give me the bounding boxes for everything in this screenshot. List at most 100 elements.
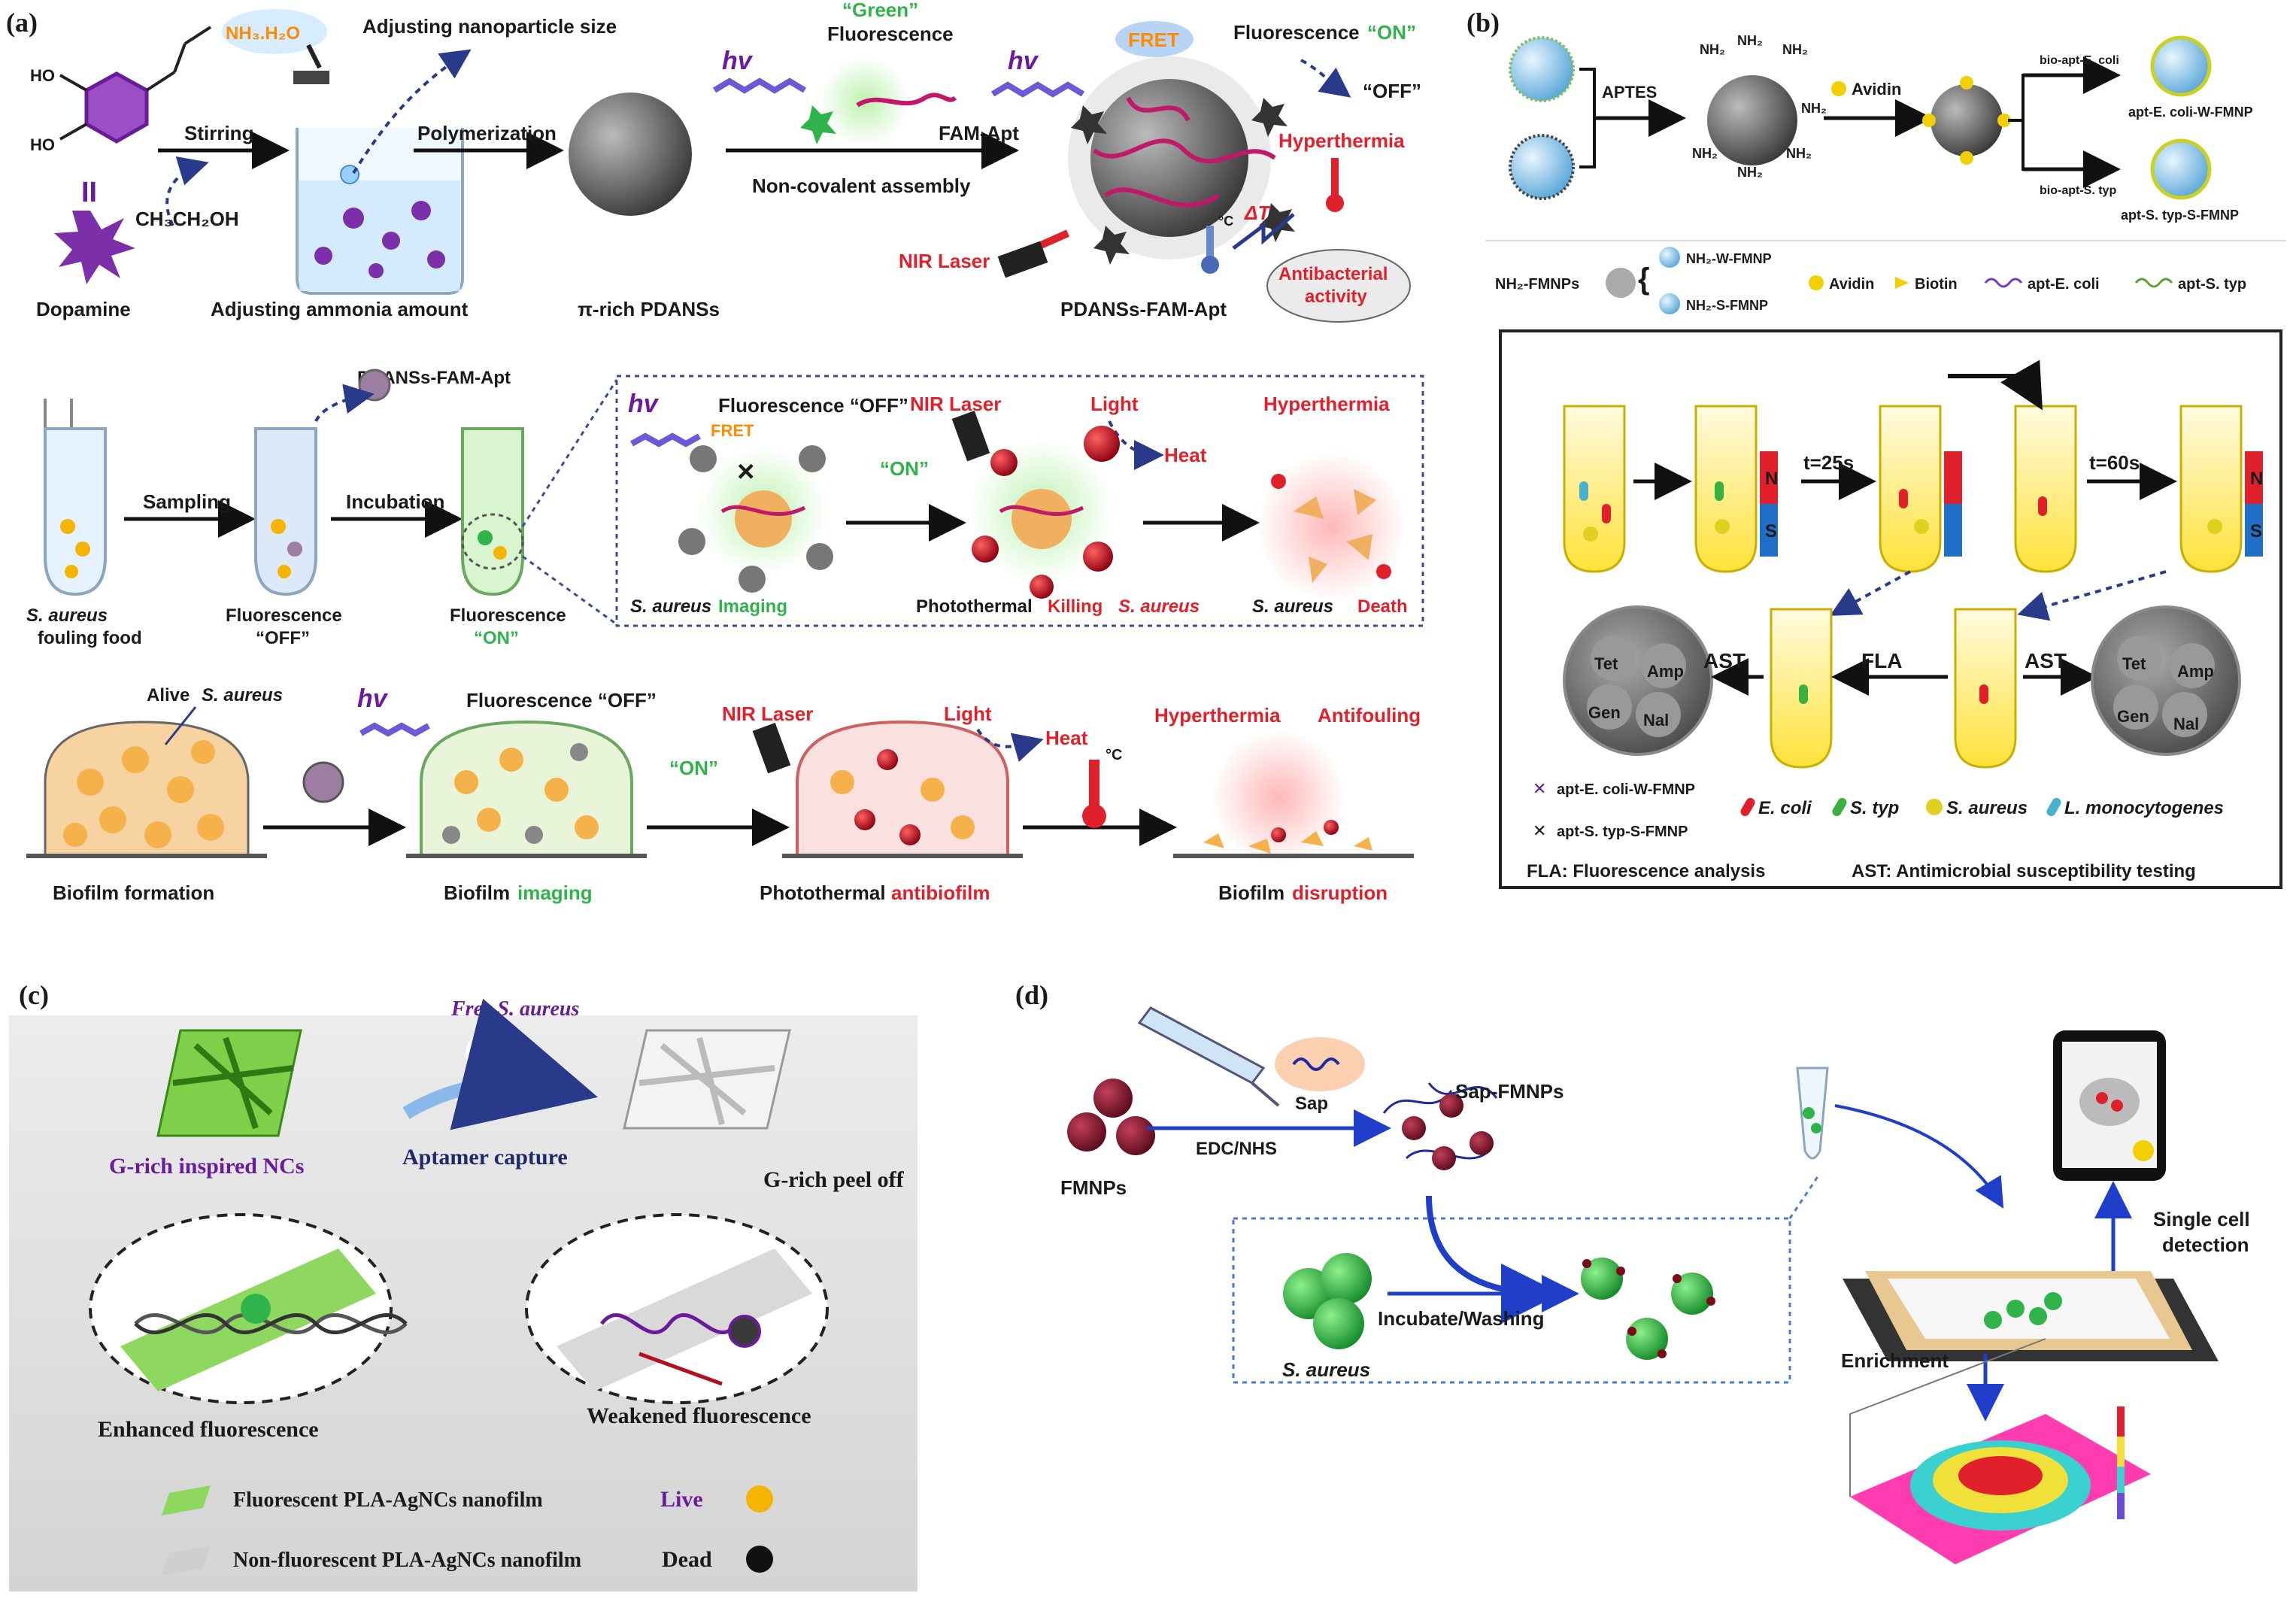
biofilm-1 <box>26 721 267 858</box>
probe-icon <box>302 761 344 803</box>
pdanss-sphere <box>569 93 692 216</box>
fl-off-label-1: Fluorescence <box>226 605 342 626</box>
fla-definition: FLA: Fluorescence analysis <box>1527 861 1765 881</box>
biofilm-imaging-label-1: Biofilm <box>444 881 510 904</box>
panel-d: (d) FMNPs Sap EDC/NHS Sap-FMNPs S. aureu… <box>1015 980 2250 1564</box>
saureus-food-2: fouling food <box>38 628 142 648</box>
saureus-killing-cluster <box>970 426 1120 599</box>
mag-s-2: S <box>2250 521 2262 542</box>
box-hyper: Hyperthermia <box>1263 393 1390 415</box>
legend-nh2-w: NH₂-W-FMNP <box>1686 251 1772 266</box>
edc-label: EDC/NHS <box>1196 1139 1277 1159</box>
fluorescence-label: Fluorescence <box>827 23 954 45</box>
biofilm-formation-label: Biofilm formation <box>53 881 214 904</box>
biofilm-3 <box>782 720 1023 858</box>
legend-fluorescent: Fluorescent PLA-AgNCs nanofilm <box>233 1488 543 1512</box>
g-rich-peel-label: G-rich peel off <box>763 1167 905 1192</box>
apt-ecoli-w-label: apt-E. coli-W-FMNP <box>2128 105 2253 120</box>
green-label: “Green” <box>842 0 918 21</box>
dead-dot <box>746 1546 773 1573</box>
nonfluorescent-nanofilm <box>623 1029 791 1130</box>
row3-on: “ON” <box>669 757 718 779</box>
nh2-label-5: NH₂ <box>1786 146 1812 161</box>
s-fmnp-icon: ✕ <box>1533 821 1546 840</box>
dish-right-tet: Tet <box>2122 654 2146 673</box>
killing-label: Killing <box>1048 596 1103 617</box>
hyperthermia-label-1: Hyperthermia <box>1278 129 1405 152</box>
box-fl-off: Fluorescence “OFF” <box>718 394 908 417</box>
legend-nh2-s: NH₂-S-FMNP <box>1686 298 1768 313</box>
row3-hv: hv <box>357 684 389 713</box>
smartphone-icon <box>2053 1030 2166 1181</box>
fluor-on-label: “ON” <box>1367 21 1416 44</box>
fla-label: FLA <box>1861 649 1902 672</box>
legend-avidin: Avidin <box>1829 276 1874 293</box>
svg-text:×: × <box>737 455 754 488</box>
aptamer-capture-label: Aptamer capture <box>402 1145 568 1170</box>
saureus-death-cluster <box>1256 451 1406 602</box>
complex-label-1: PDANSs-FAM-Apt <box>1060 298 1227 320</box>
nh2-label-1: NH₂ <box>1700 42 1725 57</box>
mag-s-1: S <box>1765 521 1777 542</box>
legend-biotin: Biotin <box>1915 276 1958 293</box>
mag-n-2: N <box>2250 469 2263 489</box>
nh2-label-4: NH₂ <box>1801 101 1827 116</box>
panel-b: (b) APTES NH₂ NH₂ NH₂ NH₂ NH₂ NH₂ NH₂ Av… <box>1466 8 2286 889</box>
workflow-box <box>1499 329 2282 889</box>
fl-on-label-2: “ON” <box>474 628 519 648</box>
leg2-ecoli: E. coli <box>1758 798 1812 818</box>
incubate-label: Incubate/Washing <box>1378 1307 1545 1330</box>
workflow-tubes <box>1563 405 2263 573</box>
nh2-fmnp-sphere <box>1707 75 1797 165</box>
photothermal-antibiofilm-1: Photothermal <box>760 881 886 904</box>
antibacterial-label-1: Antibacterial <box>1278 264 1388 284</box>
apt-styp-s-label: apt-S. typ-S-FMNP <box>2121 208 2239 223</box>
hv2-wave-icon <box>990 81 1085 98</box>
panel-c-label: (c) <box>19 980 49 1010</box>
delta-t-label: ΔT <box>1244 202 1271 224</box>
hv1-label: hv <box>722 47 754 75</box>
panel-a-label: (a) <box>6 8 38 38</box>
dish-left-amp: Amp <box>1647 662 1684 681</box>
dopamine-star-icon <box>54 211 135 284</box>
legend-nh2-fmnps: NH₂-FMNPs <box>1495 276 1579 293</box>
weakened-label: Weakened fluorescence <box>587 1403 811 1428</box>
fluor-off-label: “OFF” <box>1363 80 1421 102</box>
enrichment-label: Enrichment <box>1841 1349 1949 1372</box>
leg2-w: apt-E. coli-W-FMNP <box>1557 781 1695 798</box>
biofilm-disruption-1: Biofilm <box>1218 881 1284 904</box>
box-hv: hv <box>628 390 660 418</box>
dopamine-label: Dopamine <box>36 298 131 320</box>
legend-apt-styp: apt-S. typ <box>2178 276 2246 293</box>
temp-label-2: °C <box>1106 747 1122 763</box>
biofilm-disruption-2: disruption <box>1292 881 1388 904</box>
biofilm-2 <box>406 720 647 858</box>
dish-right-nal: Nal <box>2173 715 2199 733</box>
photothermal-antibiofilm-2: antibiofilm <box>891 881 990 904</box>
petri-dish-left <box>1563 605 1713 756</box>
eppendorf-tube <box>1796 1067 1829 1160</box>
box-nir: NIR Laser <box>910 393 1001 415</box>
fluorescent-nanofilm <box>156 1029 302 1137</box>
nh2-label-7: NH₂ <box>1692 146 1718 161</box>
ast-definition: AST: Antimicrobial susceptibility testin… <box>1852 861 2196 881</box>
dish-left-tet: Tet <box>1594 654 1618 673</box>
nh2-label-2: NH₂ <box>1737 33 1763 48</box>
killing-s: S. aureus <box>1118 596 1200 617</box>
biofilm-disruption <box>1173 730 1414 865</box>
g-rich-label: G-rich inspired NCs <box>109 1154 304 1179</box>
pipette-icon <box>1137 1006 1280 1107</box>
saureus-label-d: S. aureus <box>1282 1358 1370 1381</box>
t60-label: t=60s <box>2089 451 2140 474</box>
mag-n-1: N <box>1765 469 1778 489</box>
polymerization-label: Polymerization <box>417 122 557 144</box>
imaging-s: S. aureus <box>630 596 711 617</box>
box-heat: Heat <box>1164 444 1207 466</box>
petri-dish-right <box>2091 605 2241 756</box>
adjust-size-label: Adjusting nanoparticle size <box>362 15 617 38</box>
row3-light: Light <box>944 702 992 725</box>
box-light: Light <box>1090 393 1139 415</box>
famapt-label: FAM-Apt <box>939 122 1019 144</box>
fl-off-label-2: “OFF” <box>256 628 310 648</box>
